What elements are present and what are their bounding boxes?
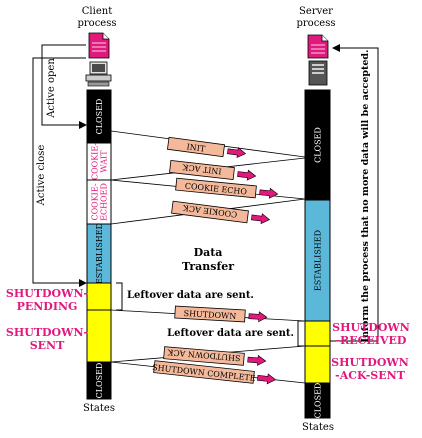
message-arrowhead <box>237 169 257 181</box>
message-label: SHUTDOWN <box>183 309 236 321</box>
client-state-timeline: CLOSED COOKIE-WAIT COOKIE-ECHOED ESTABLISHE… <box>86 89 112 400</box>
active-open-label: Active open <box>46 58 57 119</box>
server-state-shutdown-ack-sent <box>304 345 331 384</box>
data-transfer-line2: Transfer <box>182 260 234 273</box>
client-state-label: CLOSED <box>95 363 104 399</box>
client-state-closed-top: CLOSED <box>86 89 112 144</box>
message-arrowhead <box>248 311 268 323</box>
message-arrowhead <box>257 373 277 385</box>
server-state-established: ESTABLISHED <box>304 199 331 322</box>
server-leftover-bracket <box>297 320 304 347</box>
server-states-label: States <box>302 422 334 433</box>
inform-process-bracket <box>330 44 379 342</box>
client-state-label: COOKIE-ECHOED <box>91 183 109 221</box>
message-cookie-ack: COOKIE ACK <box>110 198 306 225</box>
client-leftover-label: Leftover data are sent. <box>127 290 254 301</box>
server-leftover-label: Leftover data are sent. <box>167 328 294 339</box>
client-state-closed-bottom: CLOSED <box>86 361 112 400</box>
client-state-shutdown-pending <box>86 282 112 311</box>
server-state-label: ESTABLISHED <box>314 230 323 291</box>
client-computer-icon <box>85 61 112 87</box>
client-title-line1: Client <box>82 6 112 17</box>
server-state-closed-top: CLOSED <box>304 89 331 201</box>
client-title-line2: process <box>78 18 117 29</box>
callout-shutdown-received: SHUTDOWN-RECEIVED <box>332 321 410 347</box>
active-close-label: Active close <box>36 145 47 207</box>
server-title-line1: Server <box>299 6 333 17</box>
active-close-bracket <box>32 57 87 287</box>
data-transfer-line1: Data <box>194 246 223 259</box>
server-process-icon <box>307 34 329 59</box>
server-state-label: CLOSED <box>314 383 323 419</box>
client-state-established: ESTABLISHED <box>86 223 112 284</box>
server-state-shutdown-received <box>304 320 331 347</box>
client-states-label: States <box>83 403 115 414</box>
client-leftover-bracket <box>116 282 123 311</box>
callout-shutdown-ack-sent: SHUTDOWN-ACK-SENT <box>331 356 409 382</box>
message-cookie-echo: COOKIE ECHO <box>110 177 306 200</box>
callout-shutdown-sent: SHUTDOWN-SENT <box>6 326 88 352</box>
server-state-closed-bottom: CLOSED <box>304 382 331 419</box>
message-arrowhead <box>259 187 279 199</box>
client-state-cookie-echoed: COOKIE-ECHOED <box>86 179 112 225</box>
client-state-label: COOKIE-WAIT <box>91 143 109 180</box>
message-label: INIT <box>186 142 206 153</box>
client-state-shutdown-sent <box>86 309 112 363</box>
client-state-label: CLOSED <box>95 99 104 135</box>
message-arrowhead <box>251 213 271 225</box>
server-computer-icon <box>308 60 328 86</box>
message-init: INIT <box>110 130 306 159</box>
inform-process-label: Inform the process that no more data wil… <box>360 50 371 343</box>
client-state-label: ESTABLISHED <box>95 223 104 284</box>
server-title-line2: process <box>297 18 336 29</box>
message-shutdown-ack: SHUTDOWN ACK <box>110 345 306 366</box>
state-callouts: SHUTDOWN-PENDING SHUTDOWN-SENT SHUTDOWN-RE… <box>6 287 410 382</box>
message-arrowhead <box>247 354 267 366</box>
message-init-ack: INIT ACK <box>110 157 306 181</box>
message-shutdown: SHUTDOWN <box>110 305 306 323</box>
client-process-icon <box>88 32 110 59</box>
server-state-label: CLOSED <box>314 127 323 163</box>
message-shutdown-complete: SHUTDOWN COMPLETE <box>110 360 306 385</box>
message-arrowhead <box>227 147 247 159</box>
callout-shutdown-pending: SHUTDOWN-PENDING <box>6 287 88 313</box>
message-label: INIT ACK <box>181 162 222 175</box>
client-state-cookie-wait: COOKIE-WAIT <box>86 142 112 181</box>
active-open-bracket <box>41 44 87 129</box>
server-state-timeline: CLOSED ESTABLISHED CLOSED <box>304 89 331 419</box>
